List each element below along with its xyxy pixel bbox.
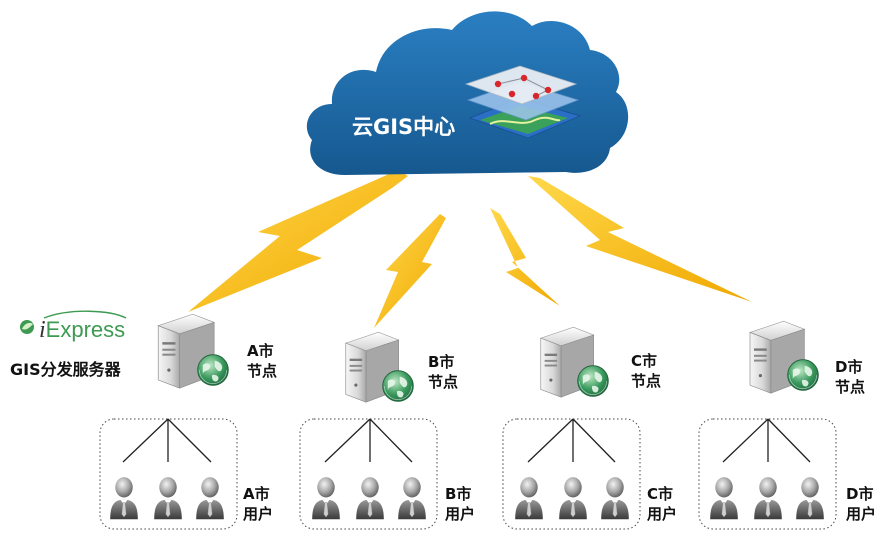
user-icon [753, 476, 783, 520]
user-icon [311, 476, 341, 520]
lightning-icon [188, 170, 408, 312]
users-b-city: B市 [445, 485, 471, 503]
user-icon [514, 476, 544, 520]
node-c-node-label: 节点 [631, 372, 661, 390]
lightning-icon [490, 208, 560, 306]
user-icon [397, 476, 427, 520]
lightning-icon [374, 214, 446, 328]
user-icon [795, 476, 825, 520]
tree-lines [122, 418, 212, 463]
users-b-label: 用户 [445, 505, 475, 523]
user-icon [600, 476, 630, 520]
node-a-city: A市 [247, 342, 274, 360]
node-a-node-label: 节点 [247, 362, 277, 380]
user-icon [558, 476, 588, 520]
user-icon [195, 476, 225, 520]
iexpress-logo: iExpress [20, 310, 127, 343]
lightning-links [188, 170, 752, 328]
node-b-node-label: 节点 [428, 373, 458, 391]
users-d-label: 用户 [846, 505, 876, 523]
users-a-city: A市 [243, 485, 270, 503]
globe-icon [787, 359, 819, 391]
user-icon [153, 476, 183, 520]
cloud-gis-center: 云GIS中心 [306, 11, 629, 175]
svg-text:iExpress: iExpress [39, 317, 125, 343]
globe-icon [382, 370, 414, 402]
users-c-label: 用户 [647, 505, 677, 523]
lightning-icon [528, 176, 752, 302]
users-c-city: C市 [647, 485, 673, 503]
user-group-box [99, 418, 238, 530]
logo-name: Express [46, 317, 125, 342]
user-group-box [502, 418, 641, 530]
users-d-city: D市 [846, 485, 873, 503]
node-d: D市 节点 D市 用户 [698, 320, 876, 530]
user-group-box [299, 418, 438, 530]
user-icon [109, 476, 139, 520]
cloud-label: 云GIS中心 [352, 115, 455, 139]
server-caption: GIS分发服务器 [10, 360, 122, 379]
globe-icon [197, 354, 229, 386]
users-a-label: 用户 [243, 505, 273, 523]
node-c: C市 节点 C市 用户 [502, 326, 677, 530]
node-d-node-label: 节点 [835, 378, 865, 396]
user-icon [709, 476, 739, 520]
leaf-icon [20, 320, 34, 334]
node-c-city: C市 [631, 352, 657, 370]
logo-prefix: i [39, 317, 46, 343]
node-a: A市 节点 A市 用户 [99, 313, 277, 530]
user-icon [355, 476, 385, 520]
cloud-icon [306, 11, 629, 175]
node-b: B市 节点 B市 用户 [299, 331, 475, 530]
globe-icon [577, 365, 609, 397]
tree-lines [324, 418, 413, 463]
user-group-box [698, 418, 837, 530]
node-d-city: D市 [835, 358, 862, 376]
gis-layers-icon [464, 65, 582, 139]
tree-lines [722, 418, 811, 463]
node-b-city: B市 [428, 353, 454, 371]
tree-lines [527, 418, 616, 463]
